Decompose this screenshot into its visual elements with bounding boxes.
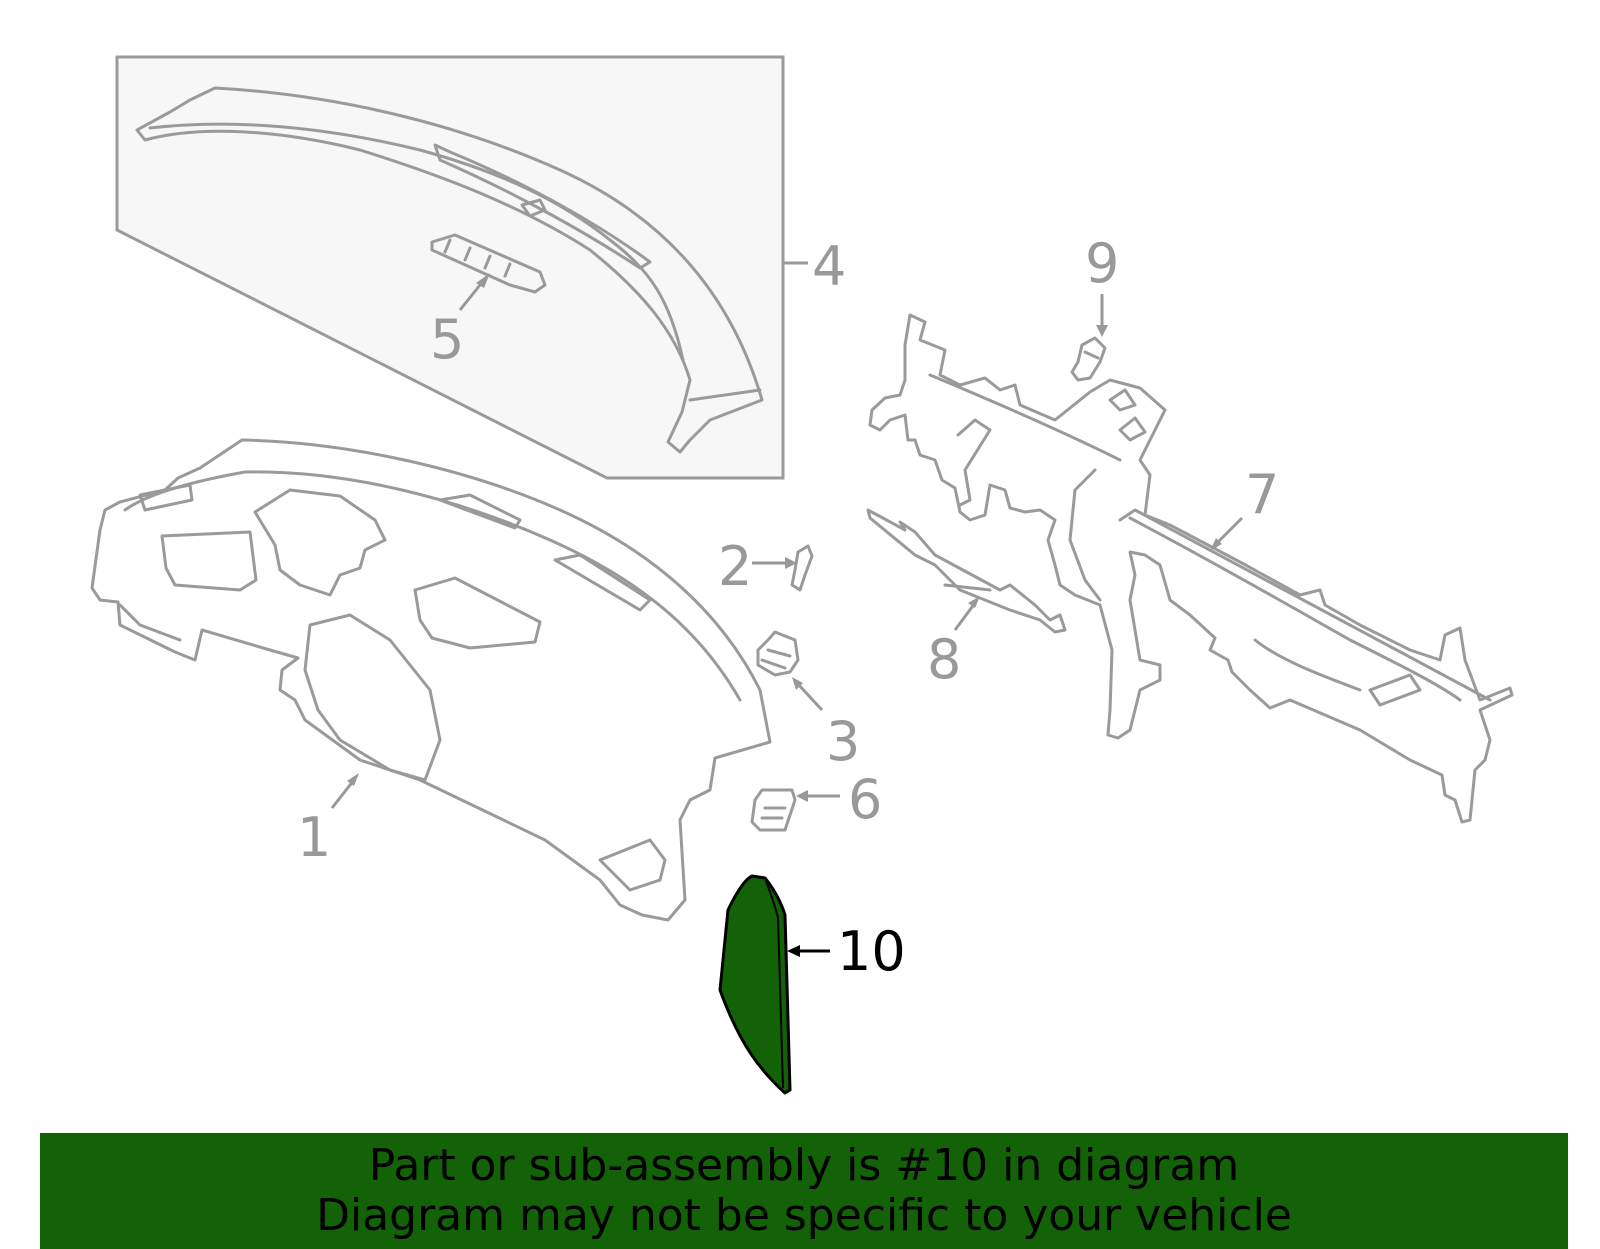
part-8-brace <box>866 508 1067 634</box>
callout-labels: 1 2 3 4 5 6 7 8 9 10 <box>297 232 1279 983</box>
part-4-upper-panel <box>135 86 764 454</box>
callout-2: 2 <box>718 535 752 598</box>
callout-1: 1 <box>297 806 331 869</box>
part-1-instrument-panel <box>90 438 772 922</box>
banner-line-2: Diagram may not be specific to your vehi… <box>316 1190 1292 1241</box>
notice-banner: Part or sub-assembly is #10 in diagram D… <box>40 1133 1568 1249</box>
part-6-clip <box>750 788 797 832</box>
part-3-bracket <box>756 630 800 677</box>
callout-3: 3 <box>826 710 860 773</box>
part-7-cross-beam <box>868 313 1514 824</box>
callout-8: 8 <box>927 628 961 691</box>
inset-panel <box>115 55 785 480</box>
callout-10: 10 <box>837 920 906 983</box>
callout-7: 7 <box>1245 463 1279 526</box>
part-5-clip <box>430 233 547 294</box>
part-9-clip <box>1070 336 1107 382</box>
callout-9: 9 <box>1085 232 1119 295</box>
callout-4: 4 <box>812 235 846 298</box>
banner-line-1: Part or sub-assembly is #10 in diagram <box>368 1140 1240 1191</box>
part-10-highlighted-panel <box>718 874 792 1095</box>
callout-6: 6 <box>848 768 882 831</box>
leader-lines <box>330 261 1244 957</box>
part-2-clip <box>790 544 814 592</box>
callout-5: 5 <box>430 308 464 371</box>
